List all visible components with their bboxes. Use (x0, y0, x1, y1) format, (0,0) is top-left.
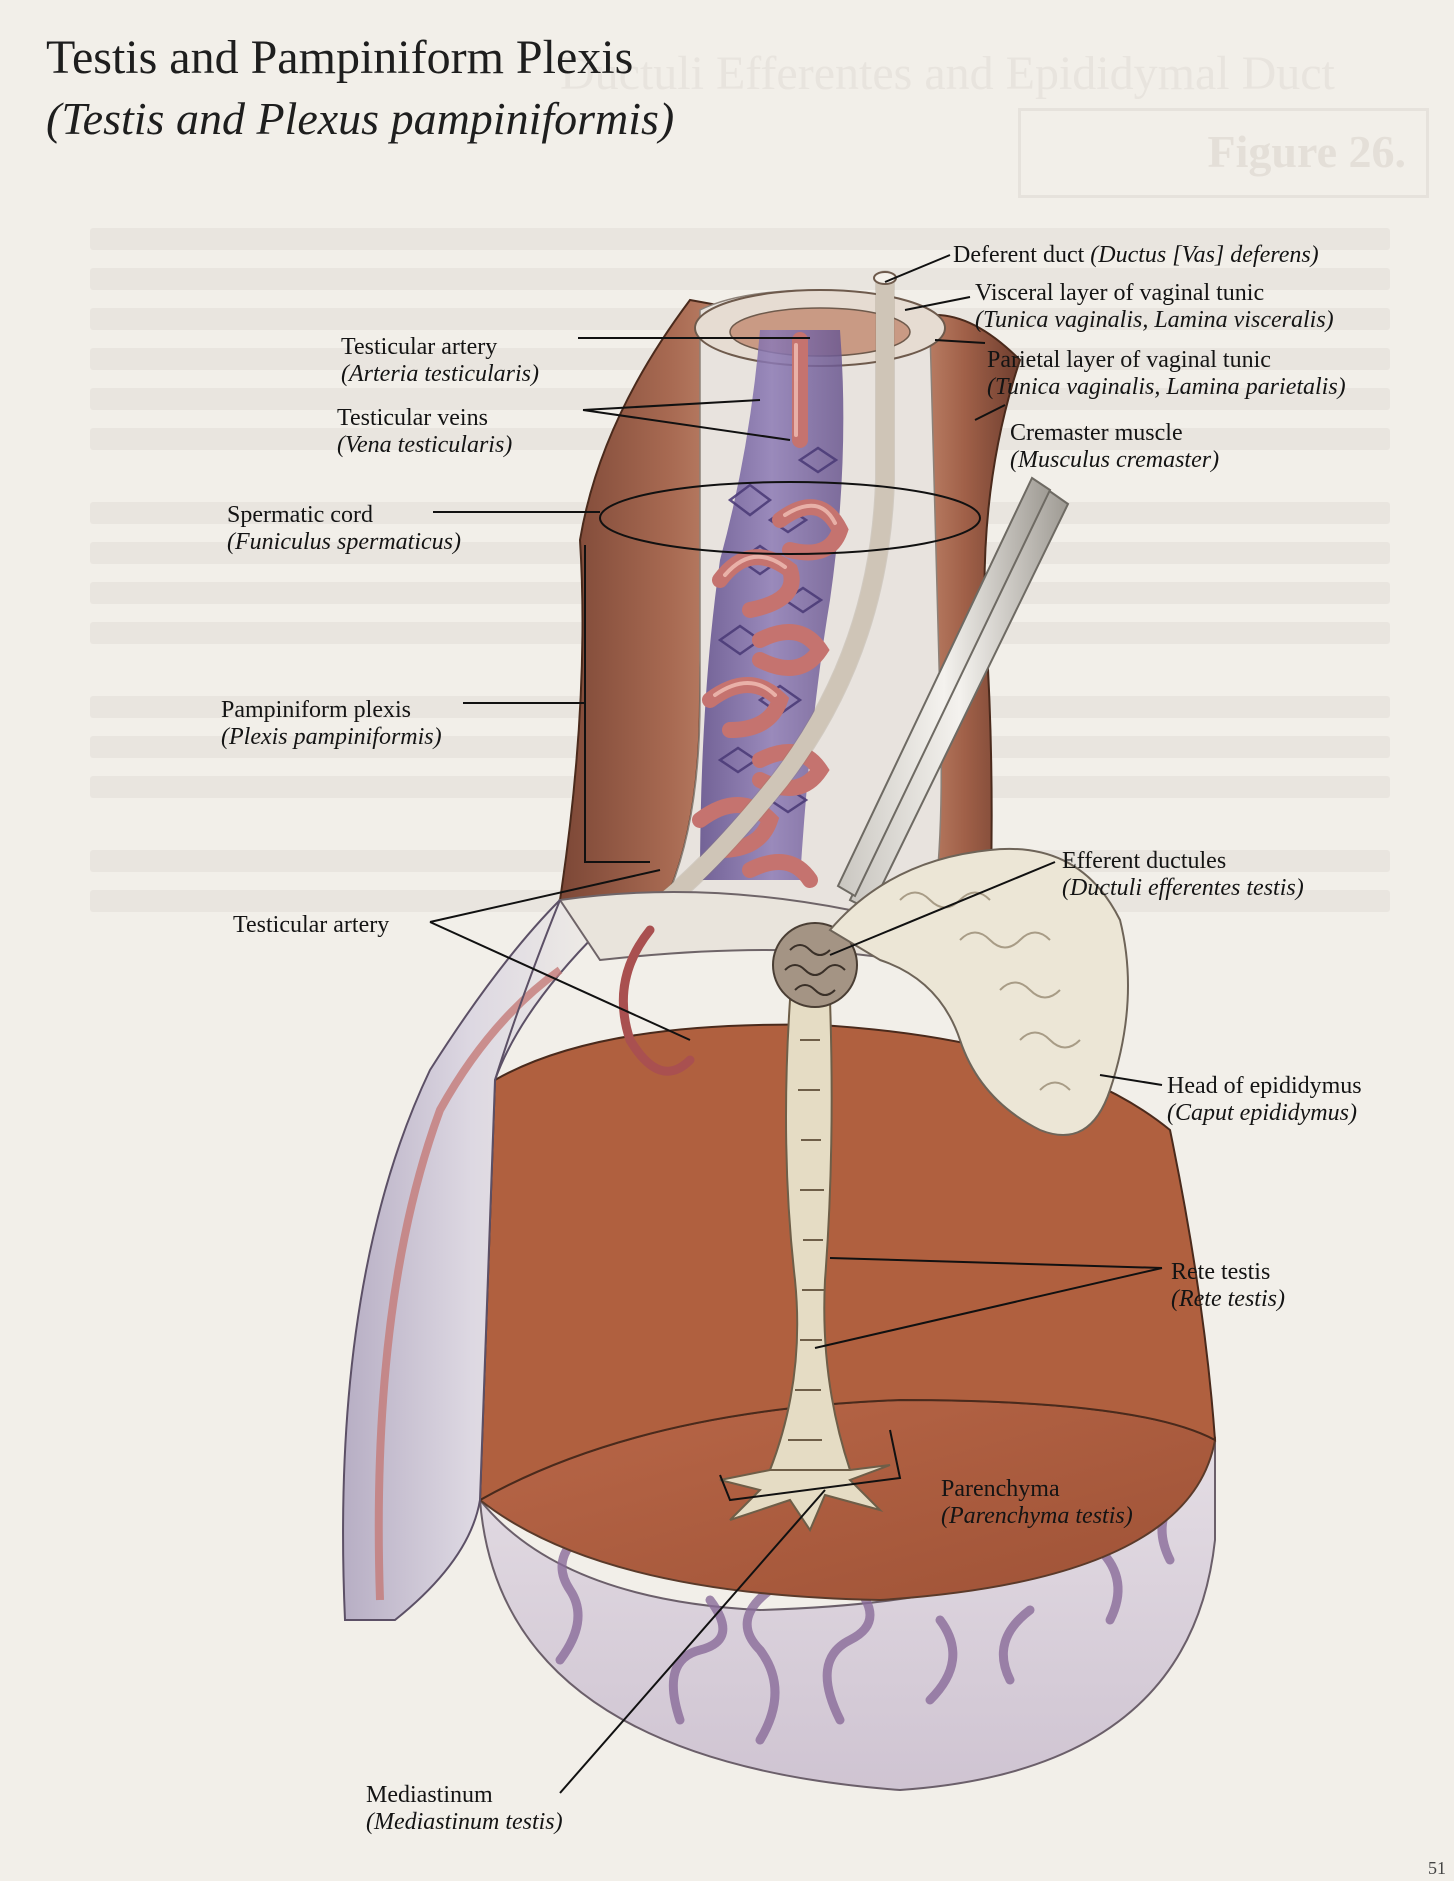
efferent-ductules-mass (772, 922, 858, 1008)
label-en: Efferent ductules (1062, 848, 1227, 874)
label-parenchyma: Parenchyma (Parenchyma testis) (941, 1476, 1133, 1530)
deferent-duct (631, 271, 894, 929)
forceps (836, 476, 1070, 912)
label-en: Deferent duct (953, 242, 1085, 268)
label-en: Pampiniform plexis (221, 697, 411, 723)
testicular-artery-lower (618, 925, 695, 1076)
label-parietal-layer: Parietal layer of vaginal tunic (Tunica … (987, 347, 1346, 401)
leader-lines (429, 254, 1163, 1794)
label-la: (Ductus [Vas] deferens) (1090, 242, 1319, 268)
ghost-figure-frame: Figure 26. (1018, 108, 1429, 198)
label-testicular-artery-top: Testicular artery (Arteria testicularis) (341, 334, 539, 388)
page-title: Testis and Pampiniform Plexis (46, 31, 634, 84)
base-vessel-decor (555, 1485, 1185, 1745)
efferent-ductules-pattern (784, 944, 846, 996)
label-en: Parietal layer of vaginal tunic (987, 347, 1271, 373)
label-la: (Musculus cremaster) (1010, 447, 1220, 473)
label-en: Mediastinum (366, 1782, 493, 1808)
label-la: (Funiculus spermaticus) (227, 529, 461, 555)
label-en: Parenchyma (941, 1476, 1060, 1502)
label-en: Visceral layer of vaginal tunic (975, 280, 1265, 306)
label-en: Testicular artery (341, 334, 498, 360)
label-en: Testicular veins (337, 405, 488, 431)
label-visceral-layer: Visceral layer of vaginal tunic (Tunica … (975, 280, 1334, 334)
label-la: (Mediastinum testis) (366, 1809, 563, 1835)
label-la: (Caput epididymus) (1167, 1100, 1357, 1126)
label-la: (Ductuli efferentes testis) (1062, 875, 1304, 901)
label-la: (Parenchyma testis) (941, 1503, 1133, 1529)
label-la: (Arteria testicularis) (341, 361, 539, 387)
label-en: Testicular artery (233, 912, 390, 938)
label-en: Rete testis (1171, 1259, 1271, 1285)
label-en: Head of epididymus (1167, 1073, 1362, 1099)
ghost-figure-heading: Figure 26. (1207, 126, 1406, 177)
label-la: (Rete testis) (1171, 1286, 1285, 1312)
ghost-line (90, 268, 1390, 290)
label-la: (Vena testicularis) (337, 432, 513, 458)
deferent-duct-outline (630, 270, 895, 930)
label-la: (Tunica vaginalis, Lamina parietalis) (987, 374, 1346, 400)
label-rete-testis: Rete testis (Rete testis) (1171, 1259, 1285, 1313)
ghost-line (90, 228, 1390, 250)
ghost-page-heading: Ductuli Efferentes and Epididymal Duct (560, 47, 1335, 100)
epididymis-head (828, 847, 1129, 1136)
label-efferent-ductules: Efferent ductules (Ductuli efferentes te… (1062, 848, 1304, 902)
label-pampiniform: Pampiniform plexis (Plexis pampiniformis… (221, 697, 442, 751)
tunic-rim-lower (494, 899, 561, 1081)
label-head-epididymus: Head of epididymus (Caput epididymus) (1167, 1073, 1362, 1127)
label-mediastinum: Mediastinum (Mediastinum testis) (366, 1782, 563, 1836)
label-la: (Tunica vaginalis, Lamina visceralis) (975, 307, 1334, 333)
label-testicular-veins: Testicular veins (Vena testicularis) (337, 405, 512, 459)
label-testicular-artery-bottom: Testicular artery (233, 912, 389, 939)
page-subtitle: (Testis and Plexus pampiniformis) (46, 93, 675, 144)
tunic-vessel (374, 966, 563, 1601)
label-en: Cremaster muscle (1010, 420, 1183, 446)
label-en: Spermatic cord (227, 502, 373, 528)
artery-highlights (713, 343, 837, 697)
label-spermatic-cord: Spermatic cord (Funiculus spermaticus) (227, 502, 461, 556)
testis-base-wall (478, 1436, 1216, 1792)
label-cremaster: Cremaster muscle (Musculus cremaster) (1010, 420, 1219, 474)
page-number: 51 (1428, 1858, 1446, 1878)
tunic-shell (342, 898, 602, 1621)
mediastinum-star (719, 1464, 891, 1533)
rete-testis-pattern (788, 1039, 824, 1441)
label-la: (Plexis pampiniformis) (221, 724, 442, 750)
label-deferent-duct: Deferent duct (Ductus [Vas] deferens) (953, 242, 1319, 269)
